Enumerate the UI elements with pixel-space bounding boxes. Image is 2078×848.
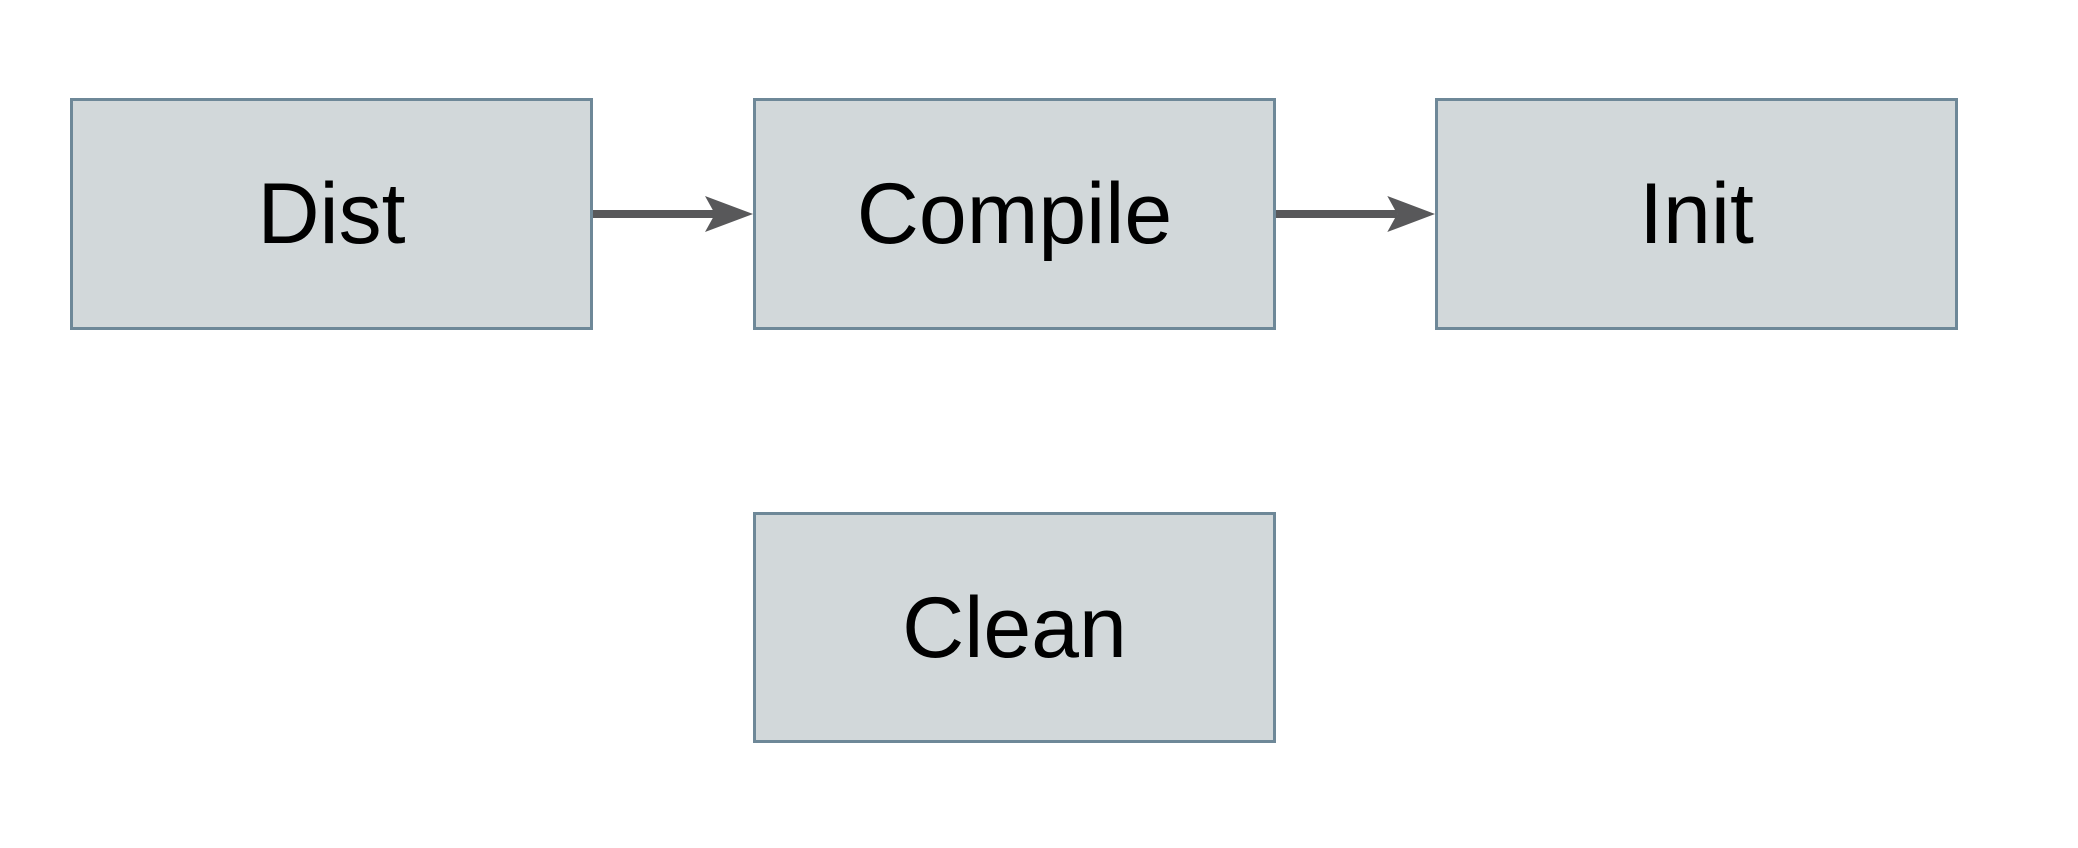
arrowhead [705,196,753,232]
arrowhead [1387,196,1435,232]
node-dist-label: Dist [257,166,406,262]
node-clean-label: Clean [902,579,1127,676]
arrow-compile-to-init [1276,174,1435,254]
right-arrow-icon [1276,196,1435,232]
node-dist: Dist [70,98,593,330]
node-compile-label: Compile [856,166,1173,262]
node-clean: Clean [753,512,1276,743]
node-init-label: Init [1639,166,1754,262]
node-init: Init [1435,98,1958,330]
right-arrow-icon [593,196,753,232]
node-compile: Compile [753,98,1276,330]
arrow-dist-to-compile [593,174,753,254]
